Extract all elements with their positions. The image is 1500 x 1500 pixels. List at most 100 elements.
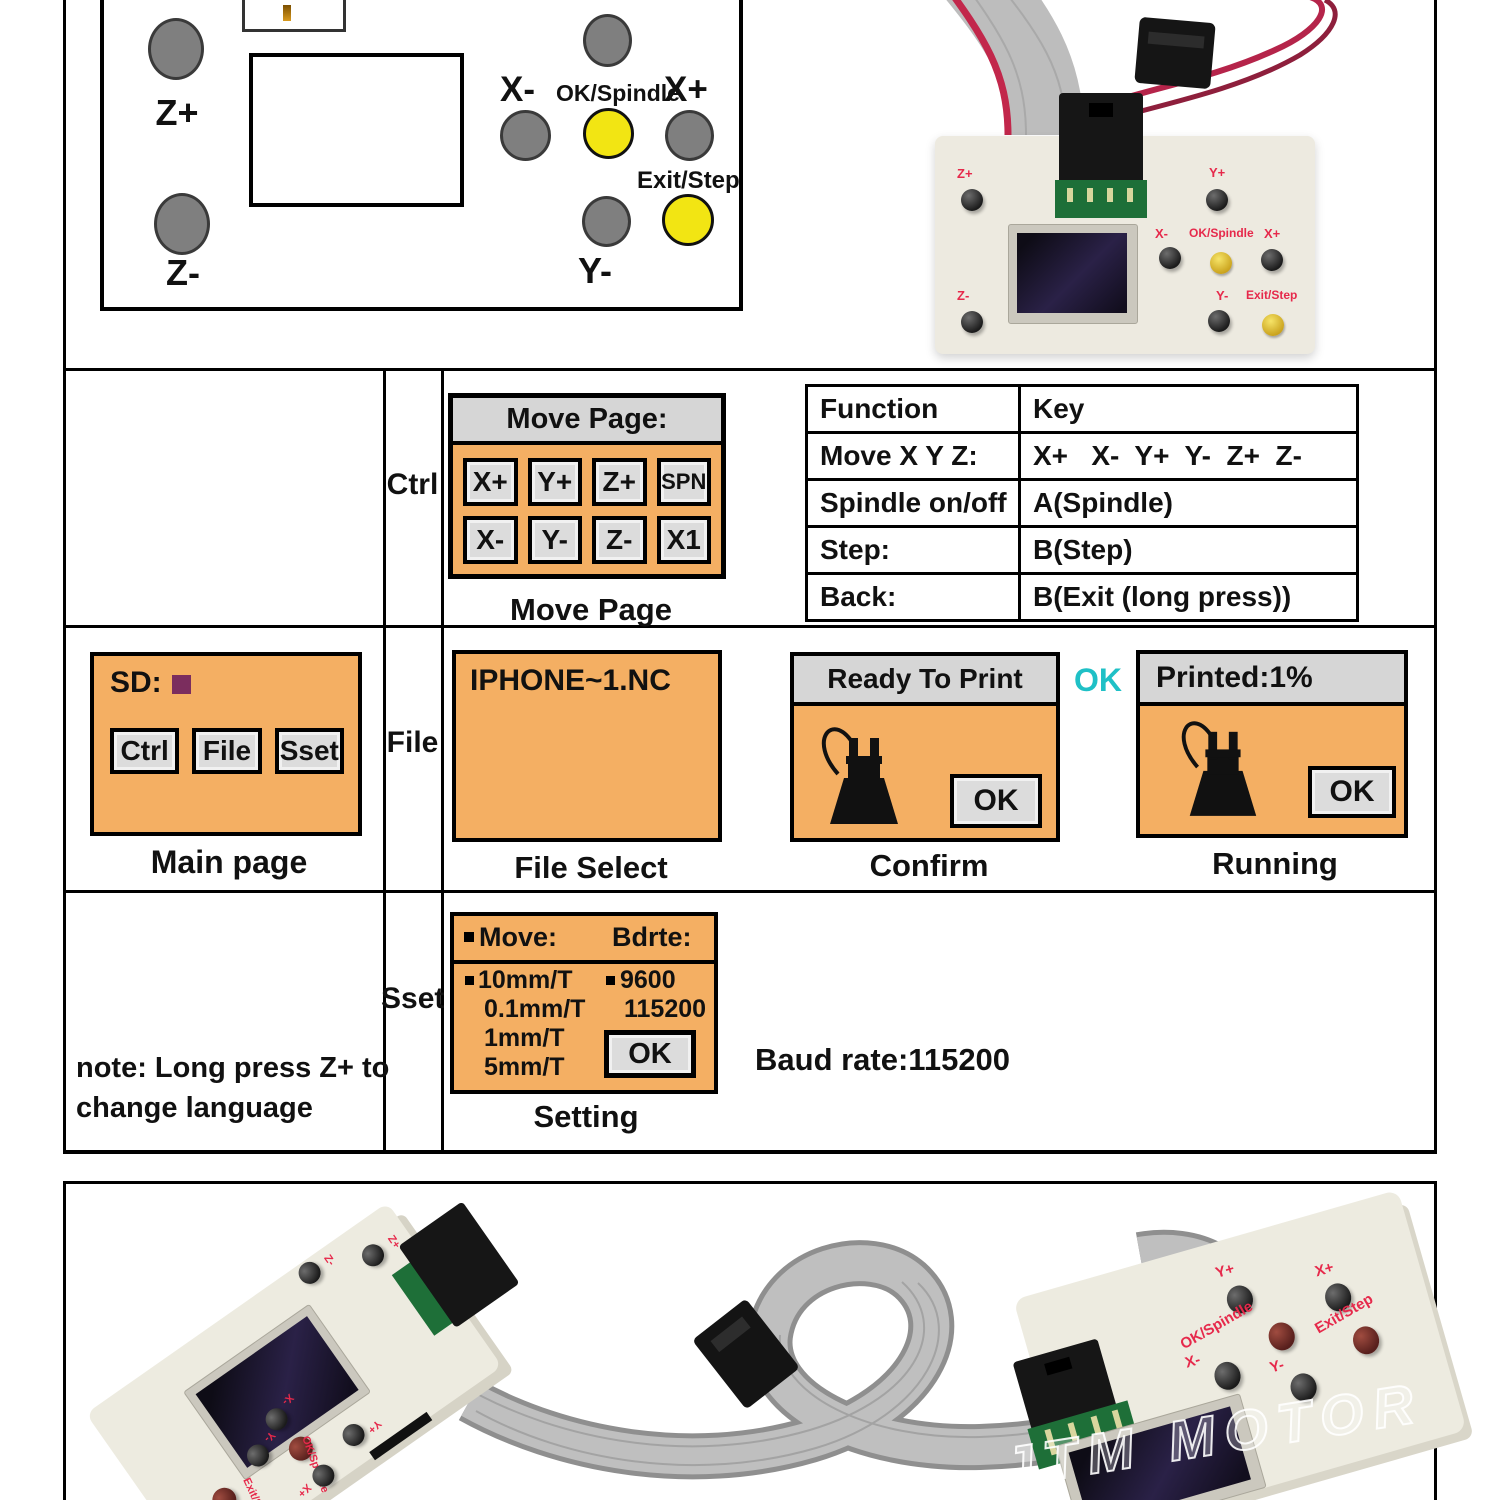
photo-x-minus-label: X-: [1155, 226, 1168, 241]
file-button[interactable]: File: [192, 728, 262, 774]
bottom-box-top-border: [63, 1181, 1437, 1184]
y-plus-label-clipped: Y+: [582, 0, 642, 4]
y-minus-button: [582, 196, 631, 247]
fk-col-function: Function: [808, 387, 1021, 431]
photo-z-minus-label: Z-: [957, 288, 970, 303]
confirm-header: Ready To Print: [794, 656, 1056, 706]
move-page-buttons: X+ Y+ Z+ SPN X- Y- Z- X1: [463, 458, 711, 564]
lcd-screen-outline: [249, 53, 464, 207]
move-page-header: Move Page:: [453, 398, 721, 445]
setting-baud-option-115200[interactable]: 115200: [624, 995, 707, 1023]
keypad-layout-diagram: Z+ Z- Y+ X- OK/Spindle X+ Exit/Step Y-: [100, 0, 743, 311]
row-divider-1: [63, 625, 1437, 628]
file-name[interactable]: IPHONE~1.NC: [470, 664, 671, 697]
move-z-plus-button[interactable]: Z+: [592, 458, 647, 506]
x-minus-button: [500, 110, 551, 161]
move-y-plus-button[interactable]: Y+: [527, 458, 582, 506]
setting-baud-option-9600[interactable]: 9600: [620, 966, 676, 994]
y-minus-label: Y-: [578, 250, 613, 291]
fk-row-move: Move X Y Z: X+ X- Y+ Y- Z+ Z-: [808, 434, 1356, 481]
label-column-left-border: [383, 368, 386, 1154]
fk-move-function: Move X Y Z:: [808, 434, 1021, 478]
sd-status-square-icon: [171, 674, 191, 694]
idc-connector: [1059, 93, 1143, 187]
setting-caption: Setting: [533, 1099, 639, 1134]
row-label-ctrl: Ctrl: [386, 468, 439, 501]
oled-screen: [1017, 233, 1127, 313]
photo-x-plus-button: [1261, 249, 1283, 271]
move-page-caption: Move Page: [510, 592, 672, 627]
move-x-minus-button[interactable]: X-: [463, 516, 518, 564]
setting-move-option-5mm[interactable]: 5mm/T: [484, 1053, 565, 1081]
photo-y-minus-button: [1208, 310, 1230, 332]
confirm-caption: Confirm: [869, 848, 989, 883]
sd-label: SD:: [110, 666, 162, 699]
x-plus-button: [665, 110, 714, 161]
move-page-screen: Move Page: X+ Y+ Z+ SPN X- Y- Z- X1: [448, 393, 726, 579]
outer-right-border: [1434, 0, 1437, 1154]
table-bottom-divider: [63, 1150, 1437, 1154]
setting-screen: Move: Bdrte: 10mm/T 0.1mm/T 1mm/T 5mm/T …: [450, 912, 718, 1094]
z-plus-button: [148, 18, 204, 80]
note-line-1: note: Long press Z+ to: [76, 1052, 390, 1084]
bullet-icon: [606, 976, 615, 985]
confirm-ok-button[interactable]: OK: [950, 774, 1042, 828]
setting-move-option-10mm[interactable]: 10mm/T: [478, 966, 573, 994]
cable-inline-connector: [1134, 16, 1216, 90]
fk-row-back: Back: B(Exit (long press)): [808, 575, 1356, 619]
setting-move-option-1mm[interactable]: 1mm/T: [484, 1024, 565, 1052]
move-spn-button[interactable]: SPN: [656, 458, 711, 506]
setting-header: Move: Bdrte:: [454, 916, 714, 964]
table-top-divider: [63, 368, 1437, 371]
move-z-minus-button[interactable]: Z-: [592, 516, 647, 564]
sd-status: SD:: [110, 666, 191, 700]
fk-step-key: B(Step): [1033, 534, 1133, 565]
fk-back-key: B(Exit (long press)): [1033, 581, 1292, 612]
ctrl-button[interactable]: Ctrl: [110, 728, 180, 774]
photo-z-plus-label: Z+: [957, 166, 973, 181]
fk-row-spindle: Spindle on/off A(Spindle): [808, 481, 1356, 528]
oled-bezel: [1008, 224, 1138, 324]
photo-y-minus-label: Y-: [1216, 288, 1229, 303]
fk-move-key: X+ X- Y+ Y- Z+ Z-: [1033, 440, 1302, 471]
setting-ok-button[interactable]: OK: [604, 1030, 696, 1078]
function-key-table: Function Key Move X Y Z: X+ X- Y+ Y- Z+ …: [805, 384, 1359, 622]
main-page-caption: Main page: [150, 844, 308, 880]
photo-y-plus-label: Y+: [1209, 165, 1226, 180]
row-label-file: File: [386, 726, 439, 759]
fk-spindle-key: A(Spindle): [1033, 487, 1173, 518]
move-y-minus-button[interactable]: Y-: [527, 516, 582, 564]
running-ok-button[interactable]: OK: [1308, 766, 1396, 818]
pcb-green: [1055, 180, 1147, 218]
running-screen: Printed:1% OK: [1136, 650, 1408, 838]
move-x-plus-button[interactable]: X+: [463, 458, 518, 506]
setting-move-option-0-1mm[interactable]: 0.1mm/T: [484, 995, 586, 1023]
bullet-icon: [465, 976, 474, 985]
fk-back-function: Back:: [808, 575, 1021, 619]
y-plus-button: [583, 14, 632, 67]
fk-row-step: Step: B(Step): [808, 528, 1356, 575]
x-plus-label: X+: [664, 70, 708, 109]
photo-x-minus-button: [1159, 247, 1181, 269]
z-plus-label: Z+: [155, 92, 199, 133]
move-x1-button[interactable]: X1: [656, 516, 711, 564]
sset-button[interactable]: Sset: [274, 728, 344, 774]
controller-board: Z+ Z- Y+ X- OK/Spindle X+ Y- Exit/Step: [935, 93, 1315, 354]
bottom-box-left-border: [63, 1181, 66, 1500]
photo-ok-spindle-label: OK/Spindle: [1189, 226, 1254, 240]
running-caption: Running: [1212, 846, 1338, 881]
exit-step-label: Exit/Step: [637, 167, 740, 194]
outer-left-border: [63, 0, 66, 1154]
setting-move-header: Move:: [479, 922, 558, 952]
z-minus-label: Z-: [166, 252, 200, 293]
sd-slot-box: [242, 0, 346, 32]
language-note: note: Long press Z+ to change language: [76, 1048, 389, 1128]
z-minus-button: [154, 193, 210, 255]
top-product-photo: Z+ Z- Y+ X- OK/Spindle X+ Y- Exit/Step: [880, 0, 1434, 368]
x-minus-label: X-: [500, 70, 535, 109]
photo-exit-step-button: [1262, 314, 1284, 336]
spindle-machine-icon: [1181, 721, 1257, 816]
photo-exit-step-label: Exit/Step: [1246, 288, 1298, 302]
spindle-machine-icon: [821, 727, 898, 824]
